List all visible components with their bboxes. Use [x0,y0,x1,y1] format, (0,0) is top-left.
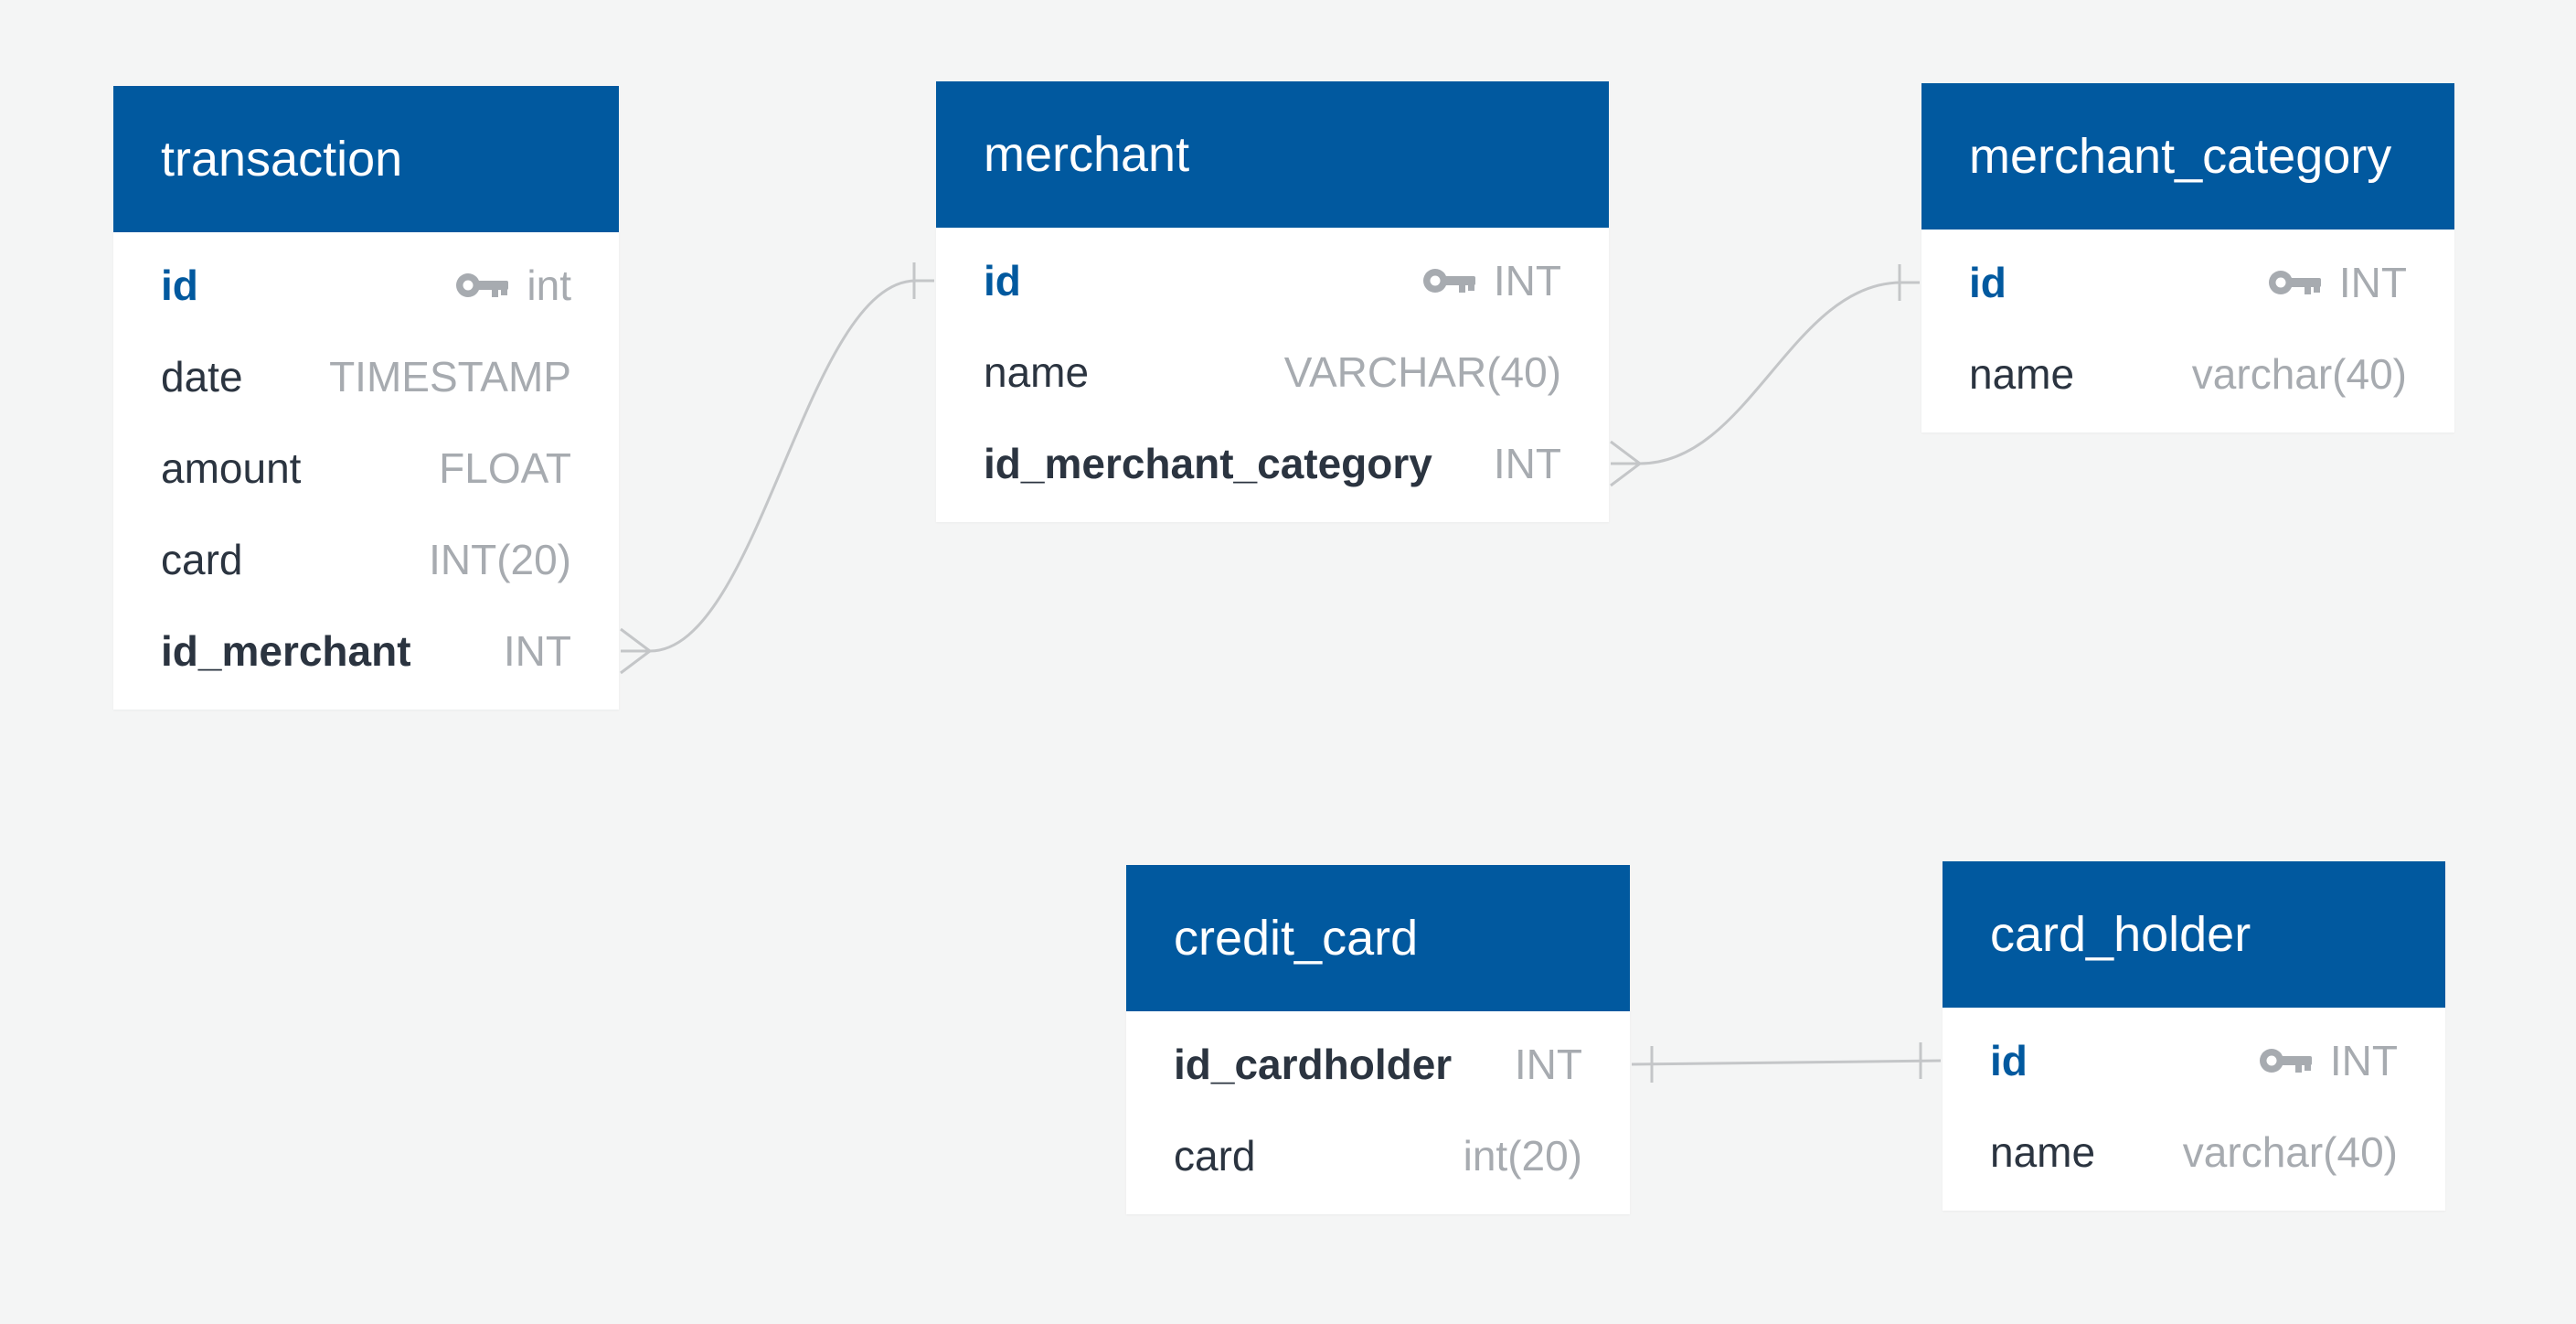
field-type: varchar(40) [2182,1128,2398,1176]
field-name: date [161,353,243,400]
table-title: merchant_category [1969,129,2392,184]
field-row-amount[interactable]: amount FLOAT [113,422,619,514]
field-name: id [161,262,198,309]
table-title: transaction [161,132,403,187]
field-row-card[interactable]: card INT(20) [113,514,619,605]
field-name: id_merchant_category [984,440,1432,487]
key-icon [1421,265,1477,296]
field-row-name[interactable]: name varchar(40) [1921,328,2454,420]
field-row-card[interactable]: card int(20) [1126,1110,1630,1201]
relationship-curve [649,279,917,653]
field-meta: INT [2266,258,2407,307]
table-fields: id_cardholder INT card int(20) [1126,1011,1630,1214]
field-meta: INT [2257,1036,2398,1085]
field-meta: varchar(40) [2192,349,2407,399]
field-row-id-merchant[interactable]: id_merchant INT [113,605,619,697]
field-row-id[interactable]: id INT [1943,1015,2445,1106]
field-row-name[interactable]: name varchar(40) [1943,1106,2445,1198]
field-meta: INT [1515,1040,1582,1089]
field-row-id-merchant-category[interactable]: id_merchant_category INT [936,418,1609,509]
field-name: name [1969,350,2075,398]
relationship-line [1631,1059,1942,1066]
field-meta: TIMESTAMP [329,352,571,401]
field-row-id[interactable]: id int [113,240,619,331]
field-name: id [984,257,1021,304]
field-name: card [161,536,243,583]
table-fields: id INT name varchar(40) [1943,1008,2445,1211]
table-header-merchant[interactable]: merchant [936,81,1609,228]
field-type: INT [1493,440,1561,487]
field-meta: int(20) [1464,1131,1582,1180]
field-name: id [1990,1037,2028,1084]
field-type: FLOAT [439,444,571,492]
table-transaction[interactable]: transaction id int date TIMESTAMP amount FLOA… [113,86,619,710]
table-header-transaction[interactable]: transaction [113,86,619,232]
field-type: INT(20) [429,536,571,583]
field-row-id[interactable]: id INT [936,235,1609,326]
table-fields: id int date TIMESTAMP amount FLOAT card INT(20)… [113,232,619,710]
table-title: merchant [984,127,1190,182]
table-header-card-holder[interactable]: card_holder [1943,861,2445,1008]
field-name: amount [161,444,302,492]
table-fields: id INT name varchar(40) [1921,230,2454,432]
field-meta: INT [1421,256,1561,305]
table-merchant-category[interactable]: merchant_category id INT name varchar(40) [1921,83,2454,432]
field-meta: FLOAT [439,443,571,493]
field-row-id-cardholder[interactable]: id_cardholder INT [1126,1019,1630,1110]
field-meta: varchar(40) [2183,1127,2398,1177]
table-title: card_holder [1990,907,2251,962]
field-name: id_cardholder [1174,1041,1453,1088]
field-name: card [1174,1132,1256,1180]
table-credit-card[interactable]: credit_card id_cardholder INT card int(20) [1126,865,1630,1214]
field-name: id_merchant [161,627,411,675]
field-meta: int [453,261,571,310]
field-meta: VARCHAR(40) [1284,347,1561,397]
table-title: credit_card [1174,911,1419,966]
table-header-credit-card[interactable]: credit_card [1126,865,1630,1011]
key-icon [453,270,510,301]
relationship-curve [1639,281,1902,465]
field-type: INT [503,627,571,675]
table-card-holder[interactable]: card_holder id INT name varchar(40) [1943,861,2445,1211]
key-icon [2257,1045,2314,1076]
field-row-date[interactable]: date TIMESTAMP [113,331,619,422]
field-row-id[interactable]: id INT [1921,237,2454,328]
field-type: INT [1493,257,1561,304]
field-meta: INT [1494,439,1561,488]
field-type: TIMESTAMP [329,353,571,400]
field-name: name [984,348,1090,396]
field-type: varchar(40) [2191,350,2407,398]
key-icon [2266,267,2323,298]
table-header-merchant-category[interactable]: merchant_category [1921,83,2454,230]
field-type: int(20) [1463,1132,1582,1180]
field-type: VARCHAR(40) [1283,348,1561,396]
field-type: INT [2338,259,2407,306]
field-name: id [1969,259,2007,306]
field-type: INT [2329,1037,2398,1084]
field-type: INT [1514,1041,1582,1088]
field-name: name [1990,1128,2096,1176]
field-type: int [527,262,571,309]
field-meta: INT(20) [429,535,571,584]
field-meta: INT [504,626,571,676]
field-row-name[interactable]: name VARCHAR(40) [936,326,1609,418]
